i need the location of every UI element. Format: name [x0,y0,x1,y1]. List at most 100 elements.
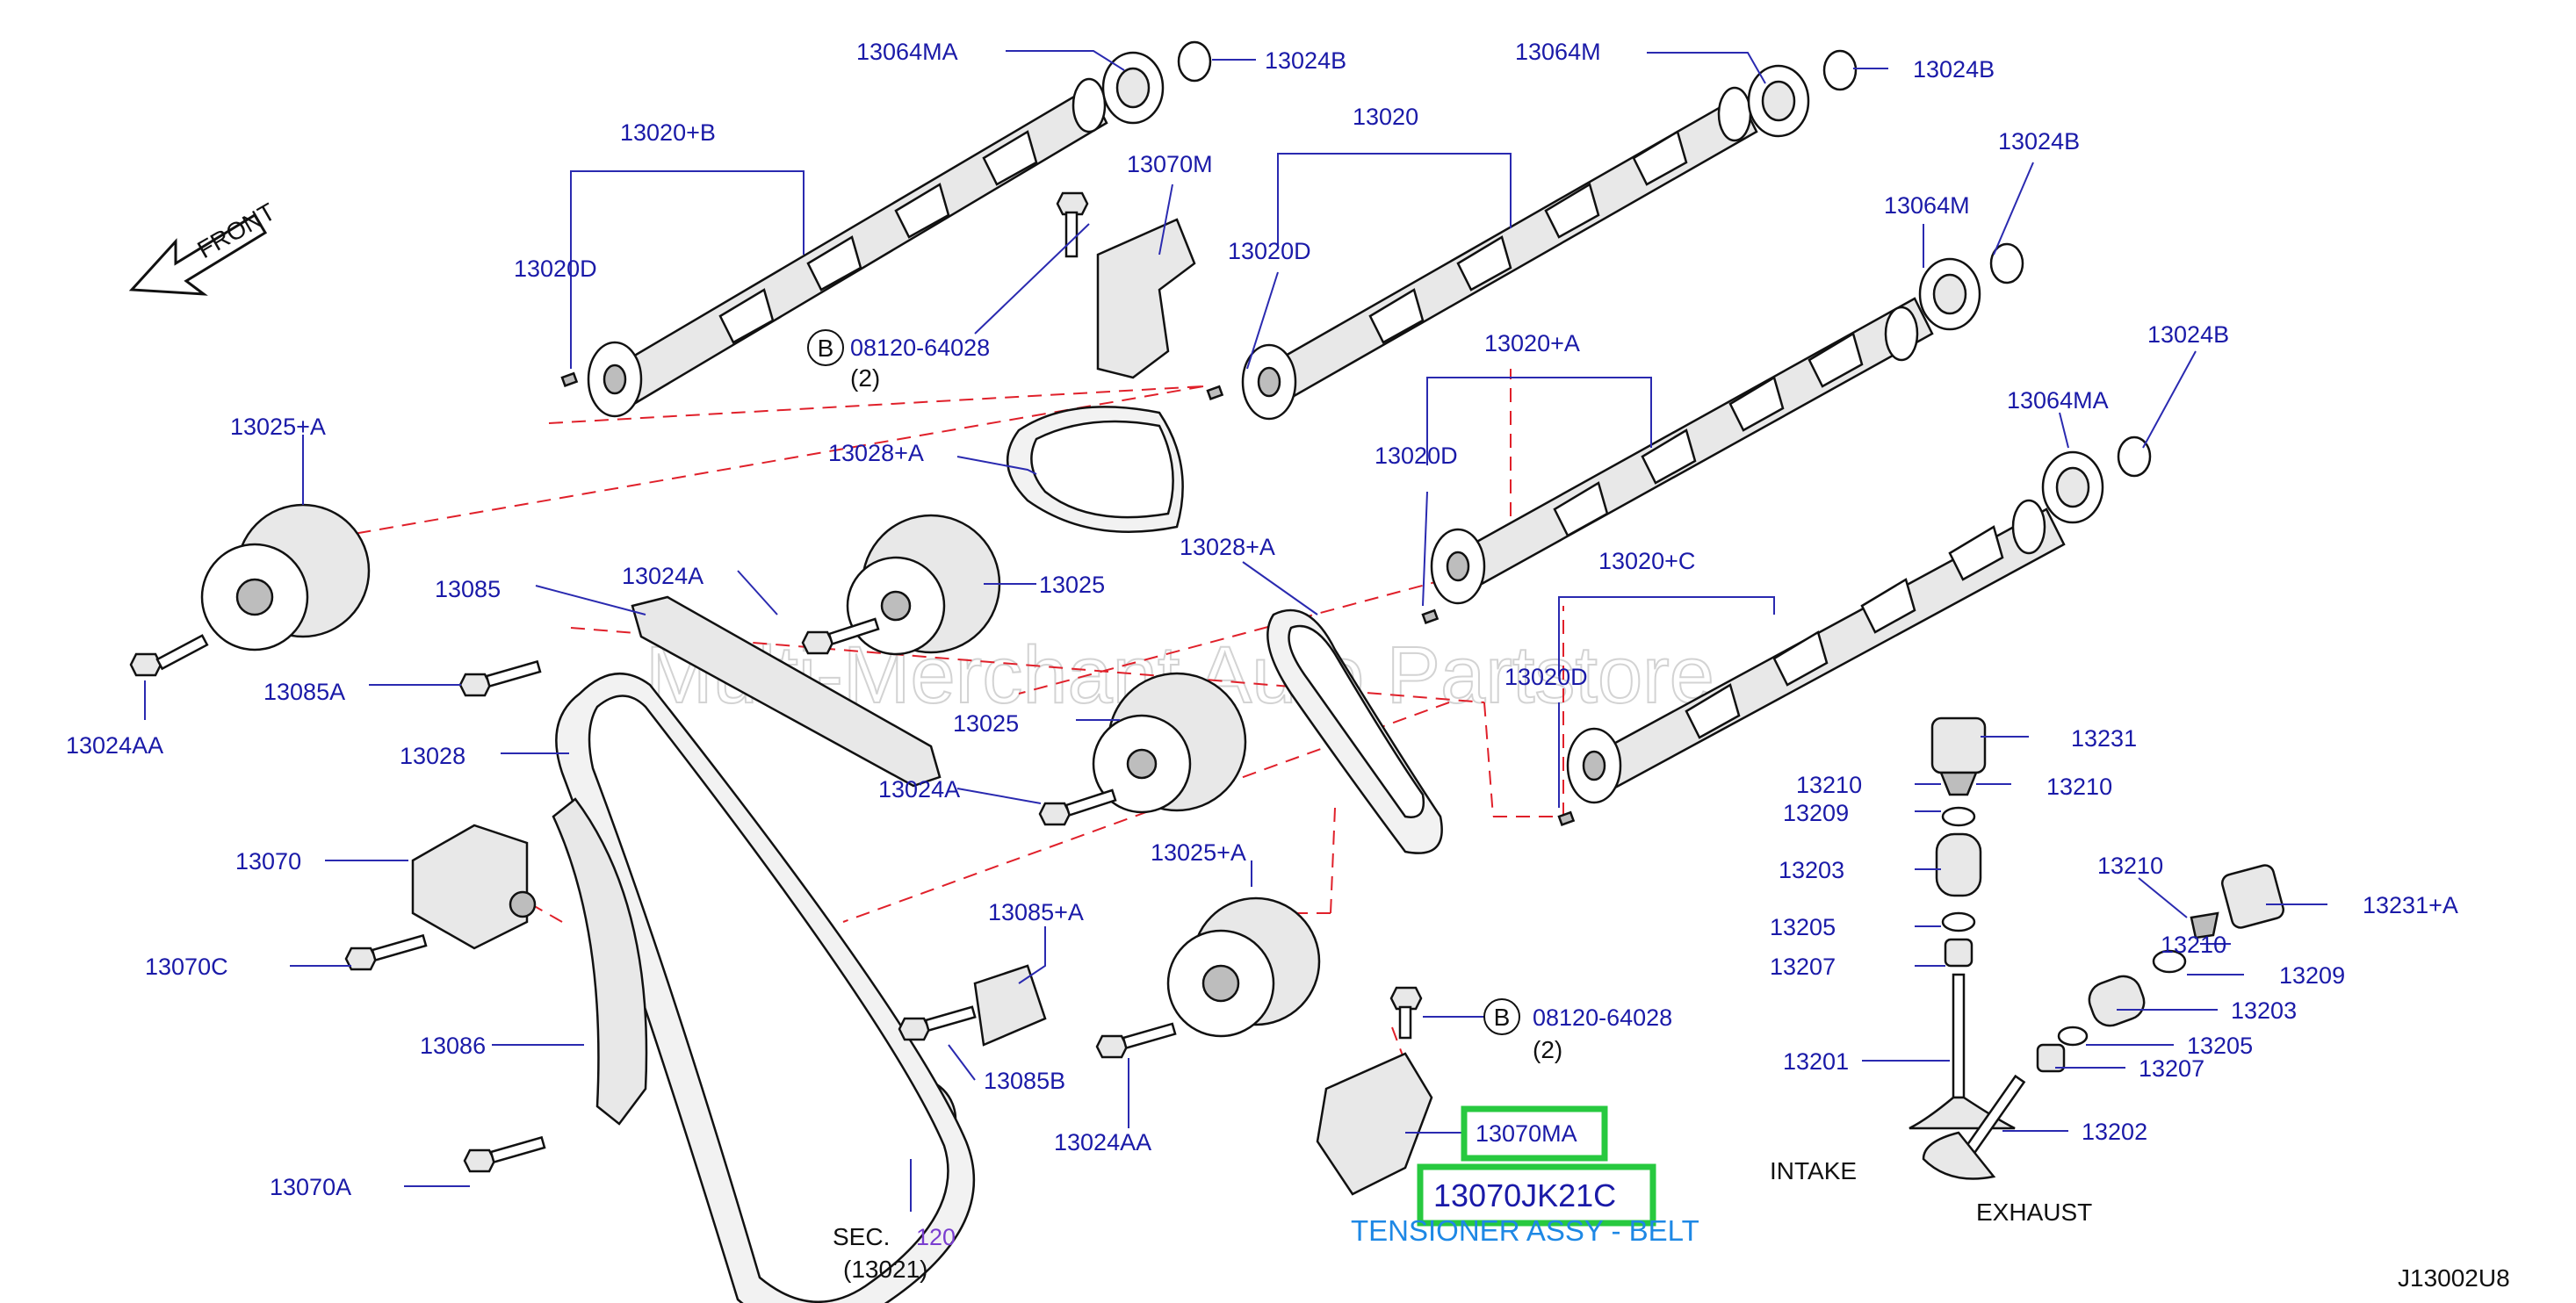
label-13231: 13231 [2071,725,2137,752]
tensioner-13070m [1096,218,1196,379]
label-13020d-2: 13020D [1228,238,1311,264]
label-13020-a: 13020+A [1484,330,1580,356]
label-13202: 13202 [2082,1119,2147,1145]
sprocket-13025a-top [200,503,371,652]
label-13024a-2: 13024A [878,776,960,803]
label-13028: 13028 [400,743,465,769]
label-13024b-4: 13024B [2147,321,2229,348]
cam-seal-13064ma-mid [2041,450,2104,524]
diagram-code: J13002U8 [2398,1264,2510,1292]
plug-13024b-4 [2117,436,2152,478]
label-13020d-3: 13020D [1375,443,1458,469]
label-13064m-mid: 13064M [1884,192,1970,219]
label-13024b-3: 13024B [1998,128,2080,155]
label-13203-2: 13203 [2231,997,2297,1024]
slack-guide-13086 [552,797,648,1126]
label-13210-2: 13210 [2046,774,2112,800]
label-13020-c: 13020+C [1598,548,1695,574]
label-13231a: 13231+A [2363,892,2458,918]
bolts [129,191,1423,1173]
guide-bracket-13085a-low [973,964,1047,1047]
label-13028a-mid: 13028+A [1180,534,1275,560]
label-13203-1: 13203 [1779,857,1844,883]
label-13207-1: 13207 [1770,954,1836,980]
label-08120-64028-2: 08120-64028 [1533,1004,1672,1031]
camshaft-13020-a [1421,297,1934,624]
label-13024a-1: 13024A [622,563,704,589]
front-label: FRONT [193,198,280,263]
label-13070m: 13070M [1127,151,1213,177]
label-13020d-1: 13020D [514,256,597,282]
label-13085b: 13085B [984,1068,1065,1094]
label-13025a-top: 13025+A [230,414,326,440]
label-exhaust: EXHAUST [1976,1199,2092,1226]
tensioner-13070ma [1316,1052,1433,1196]
sprocket-13025-1 [846,514,1001,656]
label-13205-2: 13205 [2187,1033,2253,1059]
tensioner-description: TENSIONER ASSY - BELT [1351,1214,1699,1247]
label-13020-b: 13020+B [620,119,716,146]
secondary-chain-13028a-mid [1266,608,1443,854]
valve-train-exhaust [1922,864,2285,1180]
label-13085a: 13085A [263,679,345,705]
plug-13024b-3 [1989,242,2024,284]
label-13070: 13070 [235,848,301,875]
sprocket-13025-2 [1092,672,1247,814]
bolt-b-marker-1 [807,329,844,366]
bolt-b-marker-2-text: B [1494,1004,1511,1031]
label-13064ma-mid: 13064MA [2007,387,2109,414]
tensioner-13070 [411,824,537,950]
plug-13024b-2 [1822,49,1858,91]
plug-13024b-1 [1177,40,1212,83]
label-13025-2: 13025 [953,710,1019,737]
label-13085a-low: 13085+A [988,899,1084,925]
label-13028a-top: 13028+A [828,440,924,466]
label-13025a-low: 13025+A [1151,839,1246,866]
label-13020: 13020 [1353,104,1418,130]
label-13210-3: 13210 [2097,853,2163,879]
label-13209-1: 13209 [1783,800,1849,826]
label-13020d-4: 13020D [1504,664,1588,690]
label-sec: SEC. [833,1223,890,1250]
label-13024b-1: 13024B [1265,47,1346,74]
camshaft-13020-c [1557,499,2066,826]
sprocket-13025a-low [1166,896,1321,1038]
label-13201: 13201 [1783,1048,1849,1075]
label-qty-2: (2) [1533,1036,1562,1063]
label-qty-1: (2) [850,364,880,392]
label-13064m-top: 13064M [1515,39,1601,65]
label-13207-2: 13207 [2139,1055,2204,1082]
front-arrow-icon [128,212,268,296]
valve-train-intake [1909,716,2016,1130]
highlight-box-13070jk21c [1417,1163,1656,1227]
label-13070jk21c: 13070JK21C [1433,1177,1616,1213]
chain-guide-13085 [631,595,942,788]
highlight-box-13070ma [1461,1105,1608,1162]
camshaft-13020-b [560,77,1108,418]
cam-seal-13064m-mid [1918,257,1981,331]
label-13024aa-2: 13024AA [1054,1129,1151,1155]
timing-chain-13028 [555,672,975,1303]
label-13210-1: 13210 [1796,772,1862,798]
label-13205-1: 13205 [1770,914,1836,940]
label-13070ma: 13070MA [1476,1120,1577,1147]
label-13209-2: 13209 [2279,962,2345,989]
label-13070a: 13070A [270,1174,351,1200]
leader-lines [144,50,2327,1212]
label-13064ma-top: 13064MA [856,39,958,65]
label-intake: INTAKE [1770,1157,1857,1184]
camshaft-13020 [1206,86,1758,421]
label-13085: 13085 [435,576,501,602]
label-13070c: 13070C [145,954,228,980]
secondary-chain-13028a-top [1006,406,1184,533]
label-13024aa-1: 13024AA [66,732,163,759]
label-13086: 13086 [420,1033,486,1059]
label-sec-ref: (13021) [843,1256,928,1283]
label-13024b-2: 13024B [1913,56,1995,83]
cam-seal-13064m-top [1747,64,1810,138]
bolt-b-marker-1-text: B [818,335,834,362]
label-sec-number: 120 [916,1224,956,1250]
label-08120-64028-1: 08120-64028 [850,335,990,361]
label-13210-4: 13210 [2161,932,2226,958]
